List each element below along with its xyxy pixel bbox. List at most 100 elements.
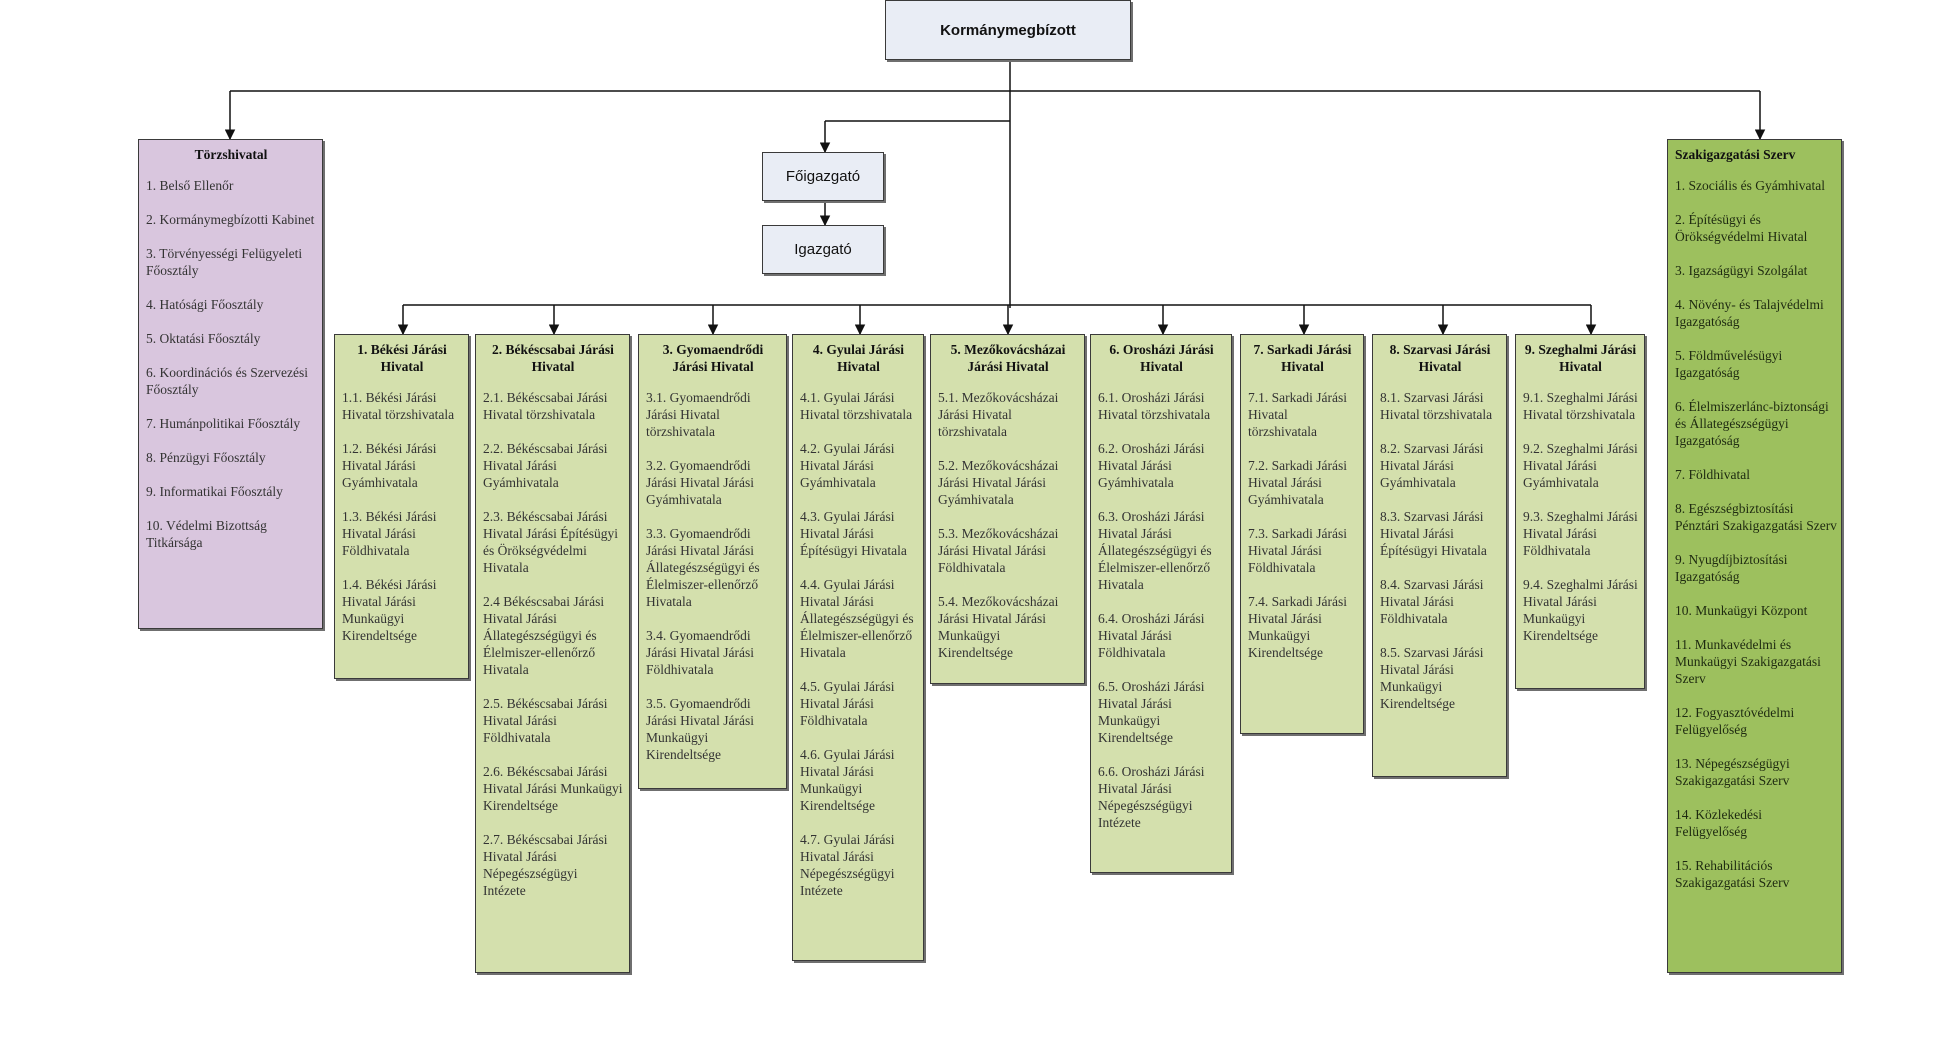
szakigazgatasi-item: 5. Földművelésügyi Igazgatóság xyxy=(1675,348,1783,380)
jarasi-title-8: 8. Szarvasi Járási Hivatal xyxy=(1389,342,1491,374)
jarasi-item: 5.2. Mezőkovácsházai Járási Hivatal Járá… xyxy=(938,458,1059,507)
jarasi-item: 8.2. Szarvasi Járási Hivatal Járási Gyám… xyxy=(1380,441,1484,490)
szakigazgatasi-item: 3. Igazságügyi Szolgálat xyxy=(1675,263,1808,278)
jarasi-list-3: 3.1. Gyomaendrődi Járási Hivatal törzshi… xyxy=(646,389,780,763)
jarasi-item: 2.4 Békéscsabai Járási Hivatal Járási Ál… xyxy=(483,594,605,677)
jarasi-title-5: 5. Mezőkovácsházai Járási Hivatal xyxy=(950,342,1066,374)
jarasi-title-1: 1. Békési Járási Hivatal xyxy=(357,342,447,374)
jarasi-item: 3.4. Gyomaendrődi Járási Hivatal Járási … xyxy=(646,628,754,677)
szakigazgatasi-item: 12. Fogyasztóvédelmi Felügyelőség xyxy=(1675,705,1795,737)
jarasi-list-7: 7.1. Sarkadi Járási Hivatal törzshivatal… xyxy=(1248,389,1357,661)
jarasi-item: 8.4. Szarvasi Járási Hivatal Járási Föld… xyxy=(1380,577,1484,626)
jarasi-item: 6.1. Orosházi Járási Hivatal törzshivata… xyxy=(1098,390,1211,422)
jarasi-item: 5.4. Mezőkovácsházai Járási Hivatal Járá… xyxy=(938,594,1059,660)
jarasi-item: 1.2. Békési Járási Hivatal Járási Gyámhi… xyxy=(342,441,437,490)
igazgato-label: Igazgató xyxy=(794,241,852,258)
kormanymegbizott-label: Kormánymegbízott xyxy=(940,21,1076,39)
szakigazgatasi-item: 10. Munkaügyi Központ xyxy=(1675,603,1808,618)
jarasi-item: 7.3. Sarkadi Járási Hivatal Járási Földh… xyxy=(1248,526,1347,575)
torzshivatal-title: Törzshivatal xyxy=(194,147,268,162)
jarasi-item: 4.6. Gyulai Járási Hivatal Járási Munkaü… xyxy=(800,747,895,813)
jarasi-item: 1.4. Békési Járási Hivatal Járási Munkaü… xyxy=(342,577,437,643)
szakigazgatasi-item: 2. Építésügyi és Örökségvédelmi Hivatal xyxy=(1675,212,1808,244)
jarasi-item: 9.3. Szeghalmi Járási Hivatal Járási Föl… xyxy=(1523,509,1638,558)
jarasi-item: 7.1. Sarkadi Járási Hivatal törzshivatal… xyxy=(1248,390,1347,439)
torzshivatal-item: 2. Kormánymegbízotti Kabinet xyxy=(146,212,315,227)
szakigazgatasi-item: 9. Nyugdíjbiztosítási Igazgatóság xyxy=(1675,552,1788,584)
jarasi-box-4: 4. Gyulai Járási Hivatal 4.1. Gyulai Jár… xyxy=(792,334,924,961)
szakigazgatasi-item: 13. Népegészségügyi Szakigazgatási Szerv xyxy=(1675,756,1790,788)
szakigazgatasi-item: 8. Egészségbiztosítási Pénztári Szakigaz… xyxy=(1675,501,1837,533)
szakigazgatasi-item: 4. Növény- és Talajvédelmi Igazgatóság xyxy=(1675,297,1824,329)
jarasi-title-6: 6. Orosházi Járási Hivatal xyxy=(1109,342,1214,374)
torzshivatal-item: 4. Hatósági Főosztály xyxy=(146,297,264,312)
jarasi-item: 4.1. Gyulai Járási Hivatal törzshivatala xyxy=(800,390,913,422)
jarasi-title-3: 3. Gyomaendrődi Járási Hivatal xyxy=(662,342,764,374)
szakigazgatasi-item: 11. Munkavédelmi és Munkaügyi Szakigazga… xyxy=(1675,637,1821,686)
jarasi-item: 2.7. Békéscsabai Járási Hivatal Járási N… xyxy=(483,832,608,898)
jarasi-item: 3.5. Gyomaendrődi Járási Hivatal Járási … xyxy=(646,696,754,762)
jarasi-box-3: 3. Gyomaendrődi Járási Hivatal 3.1. Gyom… xyxy=(638,334,787,789)
szakigazgatasi-item: 15. Rehabilitációs Szakigazgatási Szerv xyxy=(1675,858,1790,890)
foigazgato-label: Főigazgató xyxy=(785,168,861,185)
torzshivatal-item: 3. Törvényességi Felügyeleti Főosztály xyxy=(146,246,303,278)
jarasi-item: 5.3. Mezőkovácsházai Járási Hivatal Járá… xyxy=(938,526,1059,575)
jarasi-box-1: 1. Békési Járási Hivatal 1.1. Békési Jár… xyxy=(334,334,469,679)
jarasi-item: 6.3. Orosházi Járási Hivatal Járási Álla… xyxy=(1098,509,1212,592)
torzshivatal-item: 6. Koordinációs és Szervezési Főosztály xyxy=(146,365,308,397)
jarasi-title-9: 9. Szeghalmi Járási Hivatal xyxy=(1524,342,1637,374)
jarasi-box-7: 7. Sarkadi Járási Hivatal 7.1. Sarkadi J… xyxy=(1240,334,1364,734)
jarasi-item: 4.2. Gyulai Járási Hivatal Járási Gyámhi… xyxy=(800,441,895,490)
jarasi-item: 6.6. Orosházi Járási Hivatal Járási Népe… xyxy=(1098,764,1205,830)
jarasi-item: 8.5. Szarvasi Járási Hivatal Járási Munk… xyxy=(1380,645,1484,711)
torzshivatal-item: 10. Védelmi Bizottság Titkársága xyxy=(146,518,267,550)
jarasi-item: 9.4. Szeghalmi Járási Hivatal Járási Mun… xyxy=(1523,577,1638,643)
jarasi-item: 9.2. Szeghalmi Járási Hivatal Járási Gyá… xyxy=(1523,441,1638,490)
jarasi-list-1: 1.1. Békési Járási Hivatal törzshivatala… xyxy=(342,389,462,644)
jarasi-title-4: 4. Gyulai Járási Hivatal xyxy=(812,342,905,374)
foigazgato-box: Főigazgató xyxy=(762,152,884,201)
jarasi-item: 2.5. Békéscsabai Járási Hivatal Járási F… xyxy=(483,696,608,745)
jarasi-title-2: 2. Békéscsabai Járási Hivatal xyxy=(492,342,614,374)
jarasi-item: 8.3. Szarvasi Járási Hivatal Járási Épít… xyxy=(1380,509,1487,558)
jarasi-list-2: 2.1. Békéscsabai Járási Hivatal törzshiv… xyxy=(483,389,623,899)
kormanymegbizott-box: Kormánymegbízott xyxy=(885,0,1131,60)
jarasi-item: 6.4. Orosházi Járási Hivatal Járási Föld… xyxy=(1098,611,1205,660)
szakigazgatasi-item: 7. Földhivatal xyxy=(1675,467,1750,482)
szakigazgatasi-list: 1. Szociális és Gyámhivatal 2. Építésügyi… xyxy=(1675,177,1837,891)
jarasi-box-2: 2. Békéscsabai Járási Hivatal 2.1. Békés… xyxy=(475,334,630,973)
jarasi-item: 6.5. Orosházi Járási Hivatal Járási Munk… xyxy=(1098,679,1205,745)
jarasi-box-8: 8. Szarvasi Járási Hivatal 8.1. Szarvasi… xyxy=(1372,334,1507,777)
jarasi-title-7: 7. Sarkadi Járási Hivatal xyxy=(1253,342,1352,374)
jarasi-item: 7.2. Sarkadi Járási Hivatal Járási Gyámh… xyxy=(1248,458,1347,507)
jarasi-list-8: 8.1. Szarvasi Járási Hivatal törzshivata… xyxy=(1380,389,1500,712)
jarasi-item: 1.1. Békési Járási Hivatal törzshivatala xyxy=(342,390,455,422)
jarasi-box-5: 5. Mezőkovácsházai Járási Hivatal 5.1. M… xyxy=(930,334,1085,684)
jarasi-item: 3.1. Gyomaendrődi Járási Hivatal törzshi… xyxy=(646,390,751,439)
jarasi-item: 3.2. Gyomaendrődi Járási Hivatal Járási … xyxy=(646,458,754,507)
jarasi-item: 5.1. Mezőkovácsházai Járási Hivatal törz… xyxy=(938,390,1059,439)
jarasi-item: 9.1. Szeghalmi Járási Hivatal törzshivat… xyxy=(1523,390,1638,422)
szakigazgatasi-title: Szakigazgatási Szerv xyxy=(1675,147,1796,162)
szakigazgatasi-item: 14. Közlekedési Felügyelőség xyxy=(1675,807,1762,839)
torzshivatal-item: 5. Oktatási Főosztály xyxy=(146,331,261,346)
jarasi-item: 7.4. Sarkadi Járási Hivatal Járási Munka… xyxy=(1248,594,1347,660)
jarasi-box-6: 6. Orosházi Járási Hivatal 6.1. Orosházi… xyxy=(1090,334,1232,873)
szakigazgatasi-item: 1. Szociális és Gyámhivatal xyxy=(1675,178,1825,193)
jarasi-item: 8.1. Szarvasi Járási Hivatal törzshivata… xyxy=(1380,390,1493,422)
torzshivatal-item: 7. Humánpolitikai Főosztály xyxy=(146,416,301,431)
jarasi-item: 2.3. Békéscsabai Járási Hivatal Járási É… xyxy=(483,509,618,575)
jarasi-box-9: 9. Szeghalmi Járási Hivatal 9.1. Szeghal… xyxy=(1515,334,1645,689)
szakigazgatasi-item: 6. Élelmiszerlánc-biztonsági és Állategé… xyxy=(1675,399,1829,448)
jarasi-item: 4.3. Gyulai Járási Hivatal Járási Építés… xyxy=(800,509,907,558)
jarasi-item: 1.3. Békési Járási Hivatal Járási Földhi… xyxy=(342,509,437,558)
torzshivatal-item: 8. Pénzügyi Főosztály xyxy=(146,450,266,465)
jarasi-list-9: 9.1. Szeghalmi Járási Hivatal törzshivat… xyxy=(1523,389,1638,644)
szakigazgatasi-box: Szakigazgatási Szerv 1. Szociális és Gyá… xyxy=(1667,139,1842,973)
torzshivatal-item: 9. Informatikai Főosztály xyxy=(146,484,283,499)
igazgato-box: Igazgató xyxy=(762,225,884,274)
